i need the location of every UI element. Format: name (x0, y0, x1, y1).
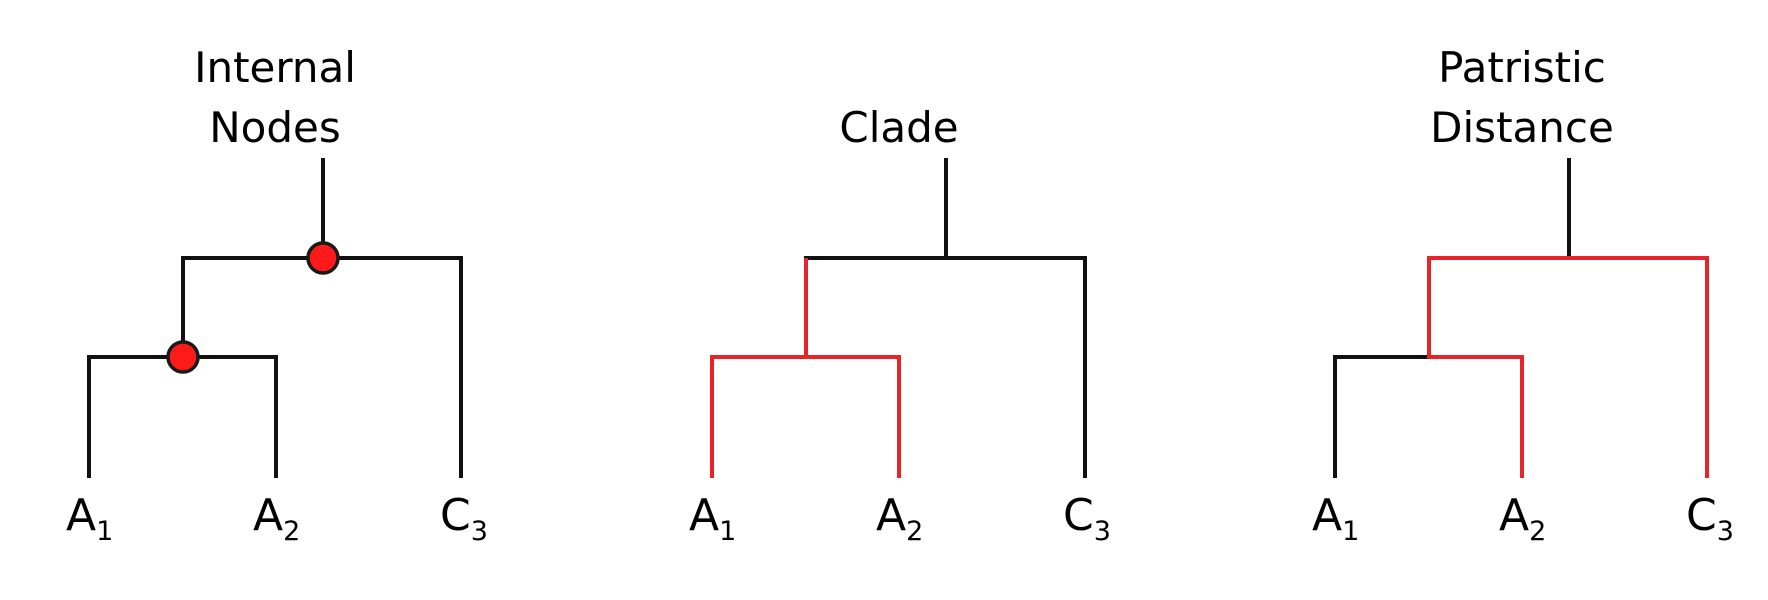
tree (710, 158, 1087, 478)
tree (1333, 158, 1709, 478)
internal-node-marker (166, 340, 200, 374)
panel-clade: Clade A1 A2 C3 (689, 103, 1111, 547)
panel-patristic-distance: Patristic Distance A1 A2 C3 (1312, 43, 1734, 547)
leaf-label: C3 (440, 490, 488, 547)
tree (87, 158, 463, 478)
leaf-label: A1 (1312, 490, 1359, 547)
leaf-label: A2 (876, 490, 923, 547)
leaf-label: C3 (1686, 490, 1734, 547)
leaf-label: C3 (1063, 490, 1111, 547)
leaf-label: A1 (66, 490, 113, 547)
leaf-label: A2 (1499, 490, 1546, 547)
panel-title-line-1: Clade (839, 103, 958, 152)
panel-internal-nodes: Internal Nodes A1 A2 C3 (66, 43, 488, 547)
panel-title-line-1: Internal (194, 43, 356, 92)
panel-title-line-2: Nodes (209, 103, 341, 152)
panel-title-line-1: Patristic (1438, 43, 1606, 92)
panel-title-line-2: Distance (1430, 103, 1614, 152)
leaf-label: A2 (253, 490, 300, 547)
leaf-label: A1 (689, 490, 736, 547)
internal-node-marker (306, 241, 340, 275)
